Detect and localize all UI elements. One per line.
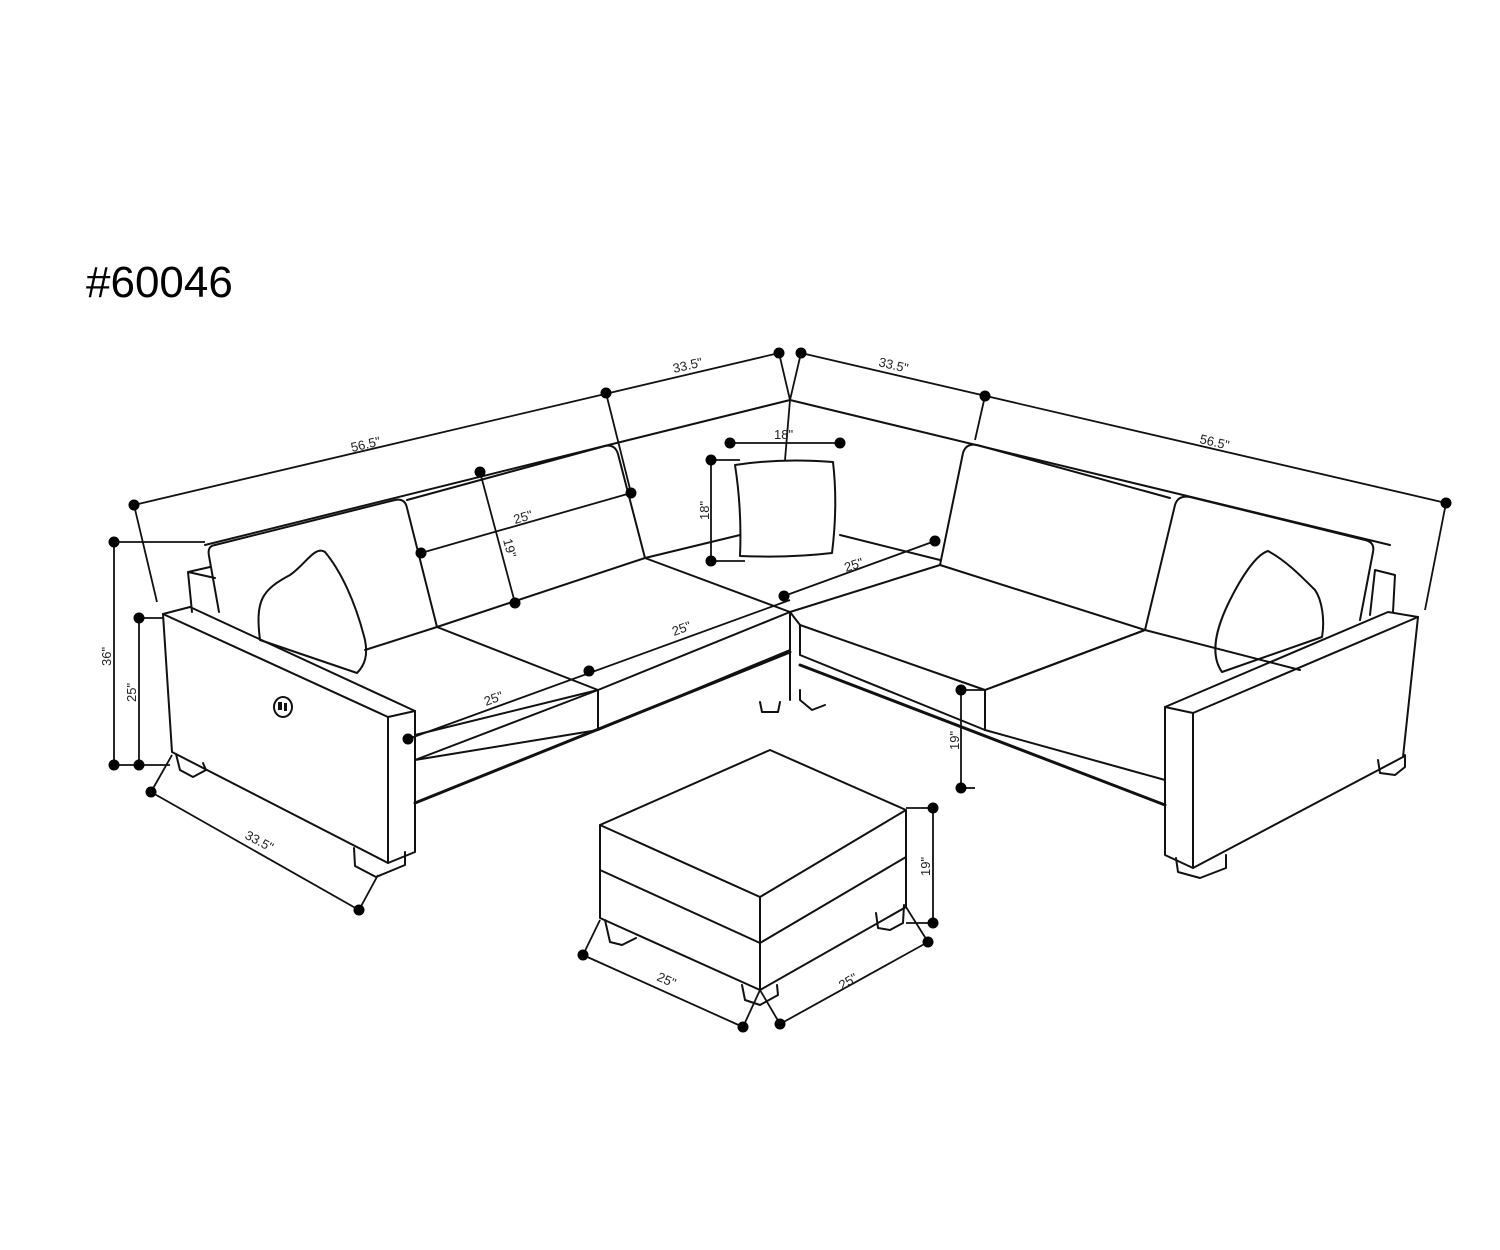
model-number: #60046 (86, 258, 233, 307)
right-sofa-section (644, 399, 1419, 879)
dim-depth: 33.5" (243, 827, 277, 854)
dim-corner-seat-width: 25" (842, 555, 865, 575)
usb-port-icon (273, 696, 293, 718)
dim-overall-height: 36" (99, 647, 114, 666)
dim-back-right-corner: 33.5" (877, 354, 910, 375)
dim-seat-width-left: 25" (482, 688, 505, 709)
dim-ottoman-width: 25" (655, 969, 679, 991)
dim-seat-height: 19" (947, 731, 962, 750)
dim-pillow-width: 18" (774, 427, 793, 442)
dimension-lines (108, 347, 1452, 1033)
dim-back-cushion-width: 25" (512, 507, 535, 527)
dim-back-right-total: 56.5" (1198, 431, 1231, 452)
dim-back-left-total: 56.5" (349, 433, 382, 454)
ottoman (599, 749, 907, 1006)
dimension-labels: 56.5" 33.5" 33.5" 56.5" 18" 18" 25" 19" … (99, 354, 1231, 992)
dim-ottoman-height: 19" (918, 857, 933, 876)
dim-ottoman-depth: 25" (836, 970, 860, 993)
dim-seat-width-mid: 25" (670, 618, 693, 639)
dim-pillow-height: 18" (697, 501, 712, 520)
left-sofa-section (162, 399, 792, 878)
dim-back-left-corner: 33.5" (671, 354, 704, 375)
dim-arm-height: 25" (124, 683, 139, 702)
dim-back-cushion-height: 19" (500, 537, 520, 560)
